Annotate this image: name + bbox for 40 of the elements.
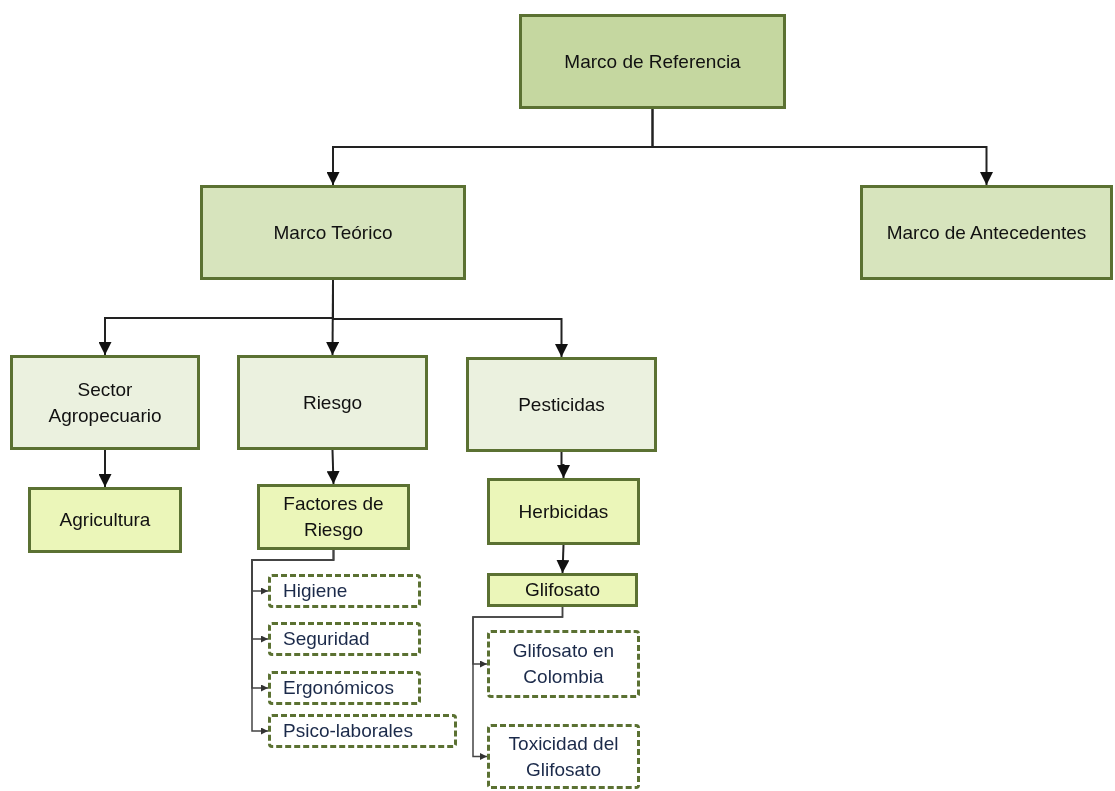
connector-arrow (557, 451, 570, 479)
topic-box (257, 484, 410, 550)
box-label: Toxicidad del Glifosato (507, 731, 620, 782)
box-label: Marco de Referencia (564, 49, 741, 74)
topic-box (860, 185, 1113, 280)
topic-box (237, 355, 428, 450)
box-label: Marco de Antecedentes (886, 220, 1087, 245)
topic-box (466, 357, 657, 452)
topic-box (28, 487, 182, 553)
box-label: Ergonómicos (283, 676, 394, 701)
connector-arrow (556, 544, 570, 574)
connector-arrow (251, 549, 335, 735)
dashed-topic-box (268, 671, 421, 705)
box-label: Higiene (283, 579, 348, 604)
box-label: Marco Teórico (273, 220, 393, 245)
topic-box (487, 478, 640, 545)
dashed-topic-box (487, 724, 640, 789)
topic-box (519, 14, 786, 109)
connector-arrow (472, 606, 564, 760)
box-label: Herbicidas (518, 499, 609, 524)
box-label: Seguridad (283, 627, 370, 652)
connector-arrow (651, 108, 993, 186)
box-label: Factores de Riesgo (282, 492, 385, 542)
box-label: Glifosato (525, 578, 600, 603)
box-label: Psico-laborales (283, 719, 413, 744)
topic-box (200, 185, 466, 280)
connector-arrow (332, 279, 568, 358)
dashed-topic-box (268, 714, 457, 748)
connector-arrow (98, 449, 112, 488)
box-label: Pesticidas (518, 392, 605, 417)
dashed-topic-box (268, 574, 421, 608)
connector-arrow (326, 449, 340, 485)
box-label: Riesgo (302, 390, 363, 415)
topic-box (487, 573, 638, 607)
box-label: Agricultura (59, 508, 151, 533)
dashed-topic-box (268, 622, 421, 656)
box-label: Sector Agropecuario (47, 377, 163, 428)
topic-box (10, 355, 200, 450)
box-label: Glifosato en Colombia (511, 639, 616, 689)
dashed-topic-box (487, 630, 640, 698)
